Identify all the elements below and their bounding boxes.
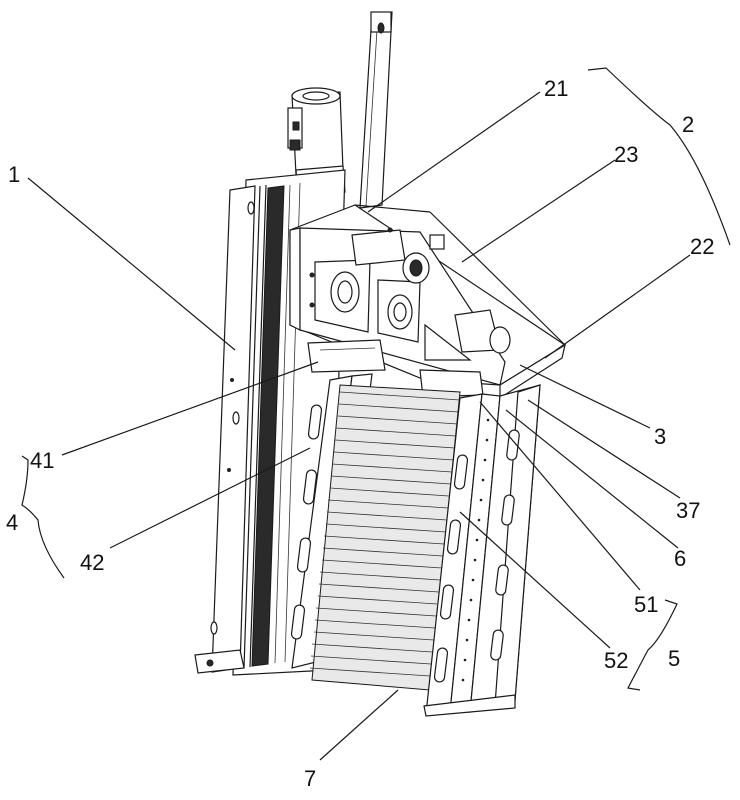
label-2: 2 — [682, 112, 694, 137]
guide-rod — [360, 12, 392, 208]
label-23: 23 — [614, 142, 638, 167]
label-42: 42 — [80, 550, 104, 575]
label-4: 4 — [6, 510, 18, 535]
label-1: 1 — [8, 162, 20, 187]
label-5: 5 — [668, 646, 680, 671]
label-6: 6 — [674, 546, 686, 571]
label-7: 7 — [304, 766, 316, 791]
label-41: 41 — [30, 448, 54, 473]
label-3: 3 — [654, 424, 666, 449]
label-22: 22 — [690, 234, 714, 259]
label-21: 21 — [544, 76, 568, 101]
label-37: 37 — [676, 498, 700, 523]
label-51: 51 — [634, 592, 658, 617]
label-52: 52 — [604, 648, 628, 673]
